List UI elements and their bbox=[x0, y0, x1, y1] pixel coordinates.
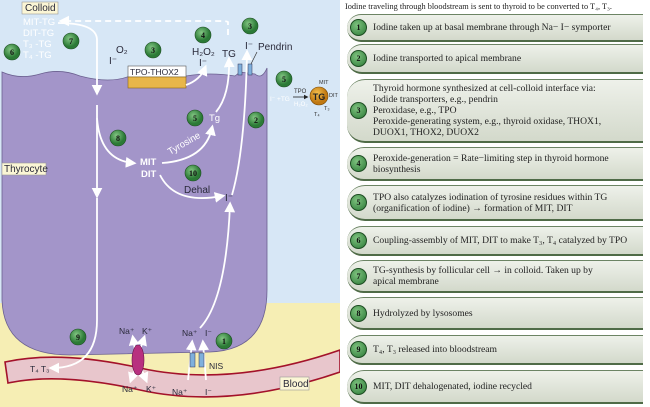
badge-3-pendrin: 3 bbox=[248, 22, 252, 31]
step-number-badge: 2 bbox=[350, 50, 367, 67]
step-number-badge: 5 bbox=[350, 194, 367, 211]
tg-label: TG bbox=[222, 49, 236, 60]
na-bottom-label: Na⁺ bbox=[122, 384, 138, 394]
blood-vessel bbox=[4, 349, 340, 398]
nis-label: NIS bbox=[209, 361, 224, 371]
step-number-badge: 7 bbox=[350, 267, 367, 285]
tpo-thox2-enzyme bbox=[127, 76, 187, 89]
mit-label: MIT bbox=[140, 157, 157, 168]
legend-item-text: Peroxide-generation = Rate−limiting step… bbox=[373, 152, 609, 175]
badge-9: 9 bbox=[76, 333, 80, 342]
badge-2: 2 bbox=[254, 116, 258, 125]
thyrocyte-label: Thyrocyte bbox=[4, 164, 48, 175]
reaction-h2o2: H₂O₂ bbox=[294, 102, 308, 108]
badge-3: 3 bbox=[151, 46, 155, 55]
blood-label: Blood bbox=[283, 379, 309, 390]
tg-molecule bbox=[309, 86, 329, 106]
na-top-label: Na⁺ bbox=[119, 326, 135, 336]
step-number-badge: 8 bbox=[350, 304, 367, 322]
step-number-badge: 1 bbox=[350, 19, 367, 36]
reaction-tpo: TPO bbox=[294, 89, 307, 95]
k-bottom-label: K⁺ bbox=[146, 384, 157, 394]
pendrin-label: Pendrin bbox=[258, 42, 292, 53]
legend-item-text: MIT, DIT dehalogenated, iodine recycled bbox=[373, 381, 532, 392]
iodide-nis-top-label: I⁻ bbox=[205, 328, 212, 338]
nis-channel bbox=[198, 352, 205, 368]
iodide-label: I⁻ bbox=[109, 56, 117, 67]
reaction-t3: T₃ bbox=[324, 106, 330, 112]
k-top-label: K⁺ bbox=[142, 326, 153, 336]
step-number-badge: 9 bbox=[350, 341, 367, 358]
badge-5: 5 bbox=[193, 114, 197, 123]
step-number-badge: 3 bbox=[350, 102, 367, 119]
legend-item-2: 2 Iodine transported to apical membrane bbox=[347, 44, 643, 74]
step-number-badge: 4 bbox=[350, 155, 367, 172]
thyrocyte-cell bbox=[1, 67, 268, 356]
legend-item-7: 7 TG-synthesis by follicular cell → in co… bbox=[347, 260, 643, 293]
dit-label: DIT bbox=[141, 169, 157, 180]
reaction-mit: MIT bbox=[319, 80, 329, 86]
h2o2-label: H₂O₂ bbox=[192, 47, 215, 58]
legend-panel: Iodine traveling through bloodstream is … bbox=[340, 0, 650, 407]
colloid-t4-tg: T₄ -TG bbox=[23, 50, 52, 61]
badge-4: 4 bbox=[201, 31, 205, 40]
legend-item-8: 8 Hydrolyzed by lysosomes bbox=[347, 297, 643, 330]
legend-item-6: 6 Coupling-assembly of MIT, DIT to make T… bbox=[347, 226, 643, 256]
pendrin-channel bbox=[237, 63, 243, 76]
legend-item-3: 3 Thyroid hormone synthesized at cell-col… bbox=[347, 79, 643, 143]
iodide-apical-label: I⁻ bbox=[199, 58, 207, 69]
o2-label: O₂ bbox=[116, 45, 128, 56]
legend-item-text: Hydrolyzed by lysosomes bbox=[373, 307, 473, 319]
colloid-label: Colloid bbox=[25, 3, 56, 14]
dehal-label: Dehal bbox=[184, 185, 210, 196]
pendrin-pointer bbox=[250, 51, 258, 65]
tpo-thox2-label: TPO-THOX2 bbox=[130, 67, 179, 77]
flow-arrows bbox=[48, 15, 253, 384]
na-k-pump bbox=[131, 344, 145, 376]
step-badges: 6 7 3 4 3 5 5 2 8 10 9 1 bbox=[3, 17, 293, 350]
step-number-badge: 10 bbox=[350, 378, 367, 395]
colloid-t3-tg: T₃ -TG bbox=[23, 39, 52, 50]
badge-8: 8 bbox=[116, 134, 120, 143]
reaction-left: I⁻ +TG bbox=[270, 96, 290, 103]
na-nis-top-label: Na⁺ bbox=[182, 328, 198, 338]
legend-item-4: 4 Peroxide-generation = Rate−limiting ste… bbox=[347, 147, 643, 181]
legend-item-9: 9 T₄, T₃ released into bloodstream bbox=[347, 335, 643, 365]
legend-item-text: Thyroid hormone synthesized at cell-coll… bbox=[373, 83, 602, 138]
iodide-pendrin-label: I⁻ bbox=[245, 41, 253, 52]
legend-item-10: 10 MIT, DIT dehalogenated, iodine recycle… bbox=[347, 370, 643, 404]
thyrocyte-label-box bbox=[1, 162, 47, 176]
colloid-label-box bbox=[21, 1, 59, 15]
tg-molecule-label: TG bbox=[313, 92, 326, 102]
legend-item-text: Coupling-assembly of MIT, DIT to make T₃… bbox=[373, 235, 628, 246]
na-blood-label: Na⁺ bbox=[172, 387, 188, 397]
colloid-dit-tg: DIT-TG bbox=[23, 28, 54, 39]
reaction-t4: T₄ bbox=[314, 112, 320, 118]
legend-item-5: 5 TPO also catalyzes iodination of tyrosi… bbox=[347, 185, 643, 221]
iodide-recycled-label: I⁻ bbox=[225, 193, 233, 204]
legend-item-text: TG-synthesis by follicular cell → in col… bbox=[373, 265, 593, 287]
legend-item-text: TPO also catalyzes iodination of tyrosin… bbox=[373, 191, 608, 214]
colloid-mit-tg: MIT-TG bbox=[23, 17, 55, 28]
legend-item-text: Iodine transported to apical membrane bbox=[373, 53, 522, 64]
nis-channel bbox=[189, 352, 196, 368]
legend-item-text: Iodine taken up at basal membrane throug… bbox=[373, 22, 611, 33]
reaction-dit: DIT bbox=[329, 93, 339, 99]
step-number-badge: 6 bbox=[350, 232, 367, 249]
blood-label-box bbox=[279, 376, 310, 391]
panel-header: Iodine traveling through bloodstream is … bbox=[345, 2, 613, 11]
badge-7: 7 bbox=[69, 37, 73, 46]
badge-6: 6 bbox=[10, 48, 14, 57]
badge-10: 10 bbox=[189, 169, 197, 178]
badge-1: 1 bbox=[222, 337, 226, 346]
t4-t3-label: T₄ T₃ bbox=[30, 364, 50, 374]
iodide-blood-label: I⁻ bbox=[205, 387, 212, 397]
pendrin-channel bbox=[247, 63, 253, 76]
legend-item-text: T₄, T₃ released into bloodstream bbox=[373, 344, 498, 355]
badge-5-reaction: 5 bbox=[282, 75, 286, 84]
tg-cell-label: Tg bbox=[209, 113, 220, 124]
legend-item-1: 1 Iodine taken up at basal membrane throu… bbox=[347, 14, 643, 42]
thyroid-diagram: Colloid Thyrocyte Blood MIT-TG DIT-TG T₃… bbox=[0, 0, 340, 407]
